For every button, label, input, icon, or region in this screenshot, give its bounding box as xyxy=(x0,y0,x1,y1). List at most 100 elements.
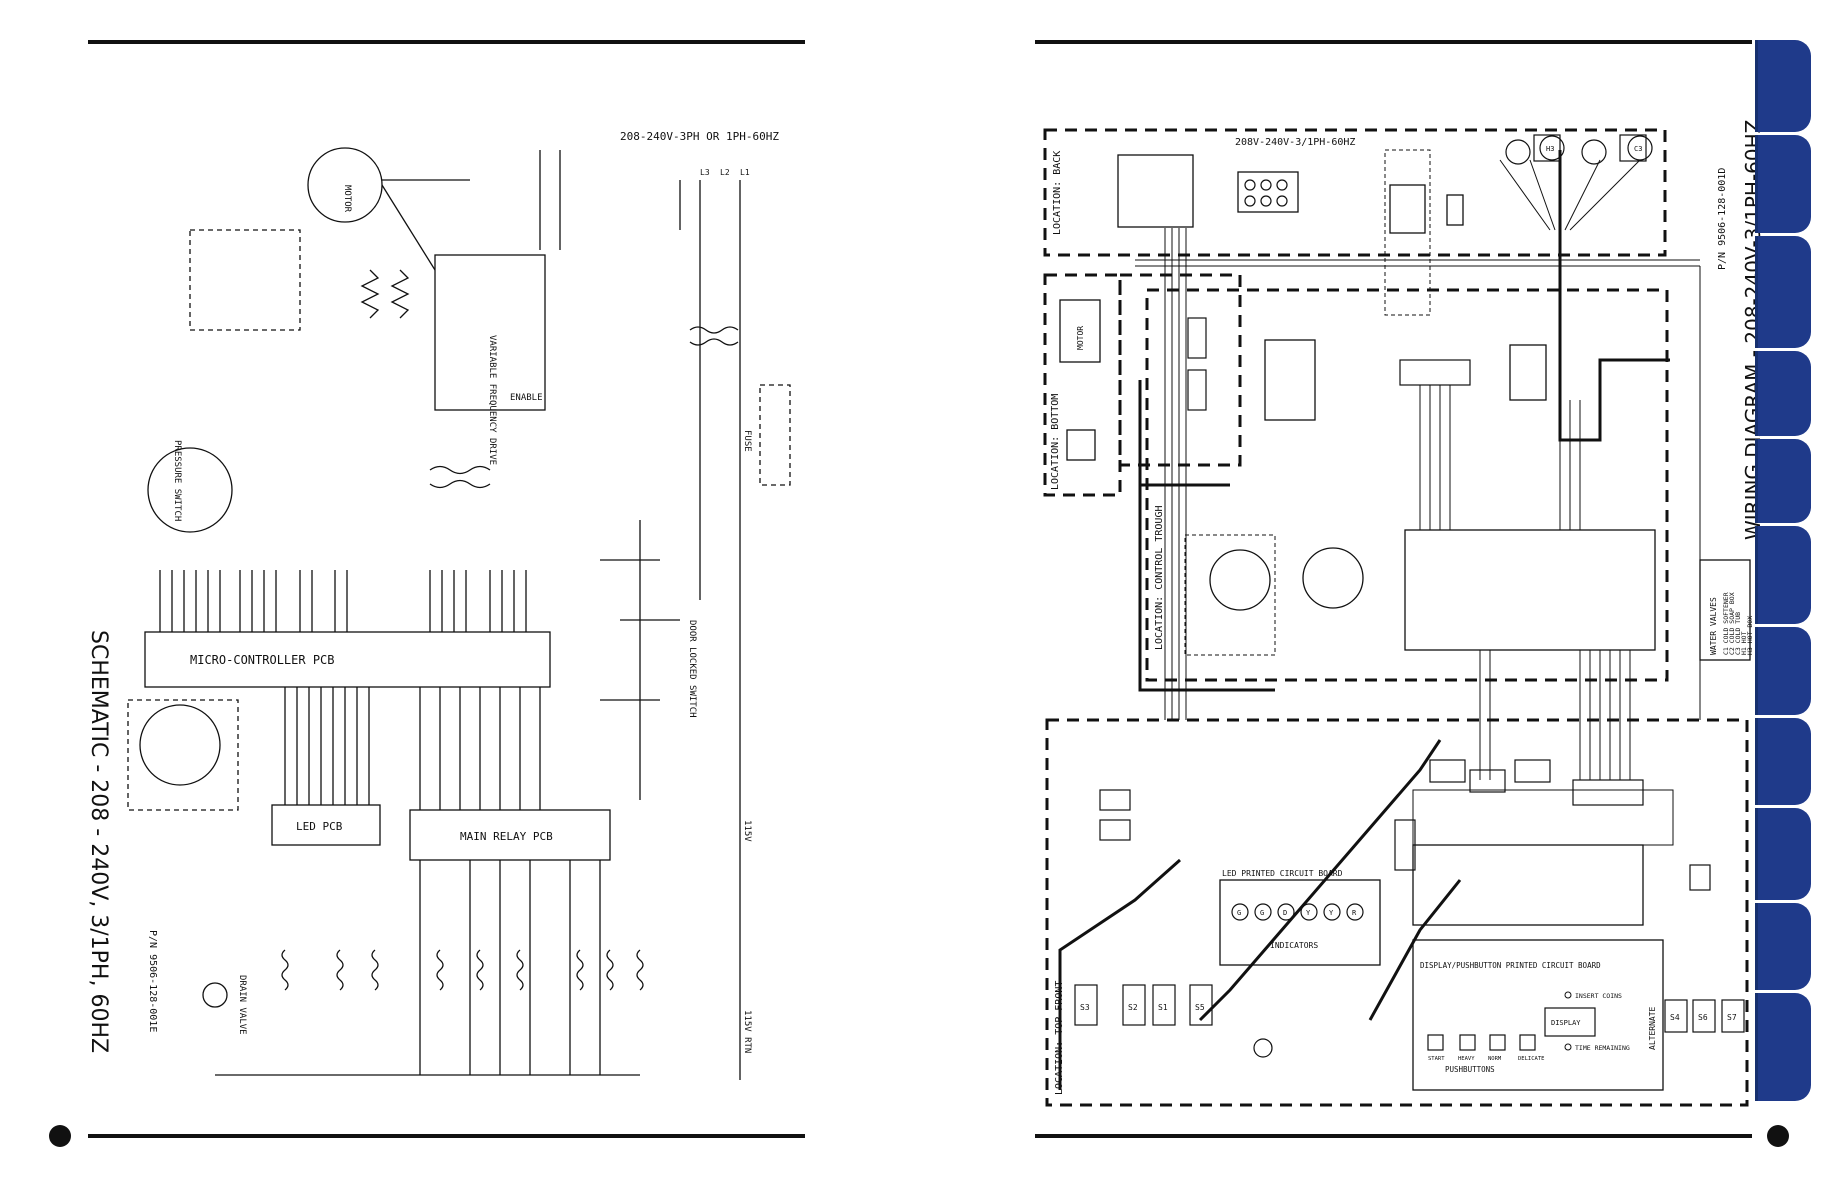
r-legend-item-3: H1 HOT xyxy=(1740,631,1748,655)
r-thermoactuator-2 xyxy=(1099,819,1131,841)
r-location-trough: LOCATION: CONTROL TROUGH xyxy=(1154,506,1165,651)
r-location-bottom: LOCATION: BOTTOM xyxy=(1050,394,1061,490)
r-insert-coins: INSERT COINS xyxy=(1575,992,1622,1000)
edge-tab-10[interactable] xyxy=(1755,903,1811,990)
v115-label: 115V xyxy=(742,820,752,842)
r-pushbuttons-label: PUSHBUTTONS xyxy=(1445,1065,1495,1074)
edge-tab-5[interactable] xyxy=(1755,439,1811,523)
r-indicator-letter-1: G xyxy=(1260,909,1264,917)
r-connector-p2 xyxy=(1469,769,1506,793)
r-indicators-label: INDICATORS xyxy=(1270,941,1318,950)
drain-valve-symbol xyxy=(202,982,228,1008)
edge-tab-1[interactable] xyxy=(1755,40,1811,132)
coin-switch-dashed xyxy=(189,229,301,331)
r-connector-p3 xyxy=(1514,759,1551,783)
resistor-1 xyxy=(360,269,380,319)
edge-tab-11[interactable] xyxy=(1755,993,1811,1101)
v115rtn-label: 115V RTN xyxy=(742,1010,752,1053)
r-connector-p1 xyxy=(1429,759,1466,783)
drain-valve-label: DRAIN VALVE xyxy=(237,975,247,1035)
fuse-label: FUSE xyxy=(742,430,752,452)
r-alt-breaker xyxy=(1389,184,1426,234)
r-indicator-letter-0: G xyxy=(1237,909,1241,917)
edge-tab-2[interactable] xyxy=(1755,135,1811,233)
r-legend-title: WATER VALVES xyxy=(1709,597,1718,655)
control-transformer-coil xyxy=(689,326,739,334)
r-coin-switch-s6: S6 xyxy=(1698,1013,1708,1022)
pressure-switch-circle xyxy=(147,447,233,533)
r-connector-p5 xyxy=(1394,819,1416,871)
r-vfd-box xyxy=(1117,154,1194,228)
valve-coils xyxy=(281,949,644,991)
r-display-board xyxy=(1412,939,1664,1091)
r-indicator-letter-2: D xyxy=(1283,909,1287,917)
r-wire-bundles xyxy=(1135,159,1701,780)
r-main-relay-board xyxy=(1404,529,1656,651)
r-micro-board xyxy=(1412,844,1644,926)
left-page-bullet xyxy=(49,1125,71,1147)
r-alt-breaker-dashed xyxy=(1384,149,1431,316)
r-fuse xyxy=(1446,194,1464,226)
r-door-switches xyxy=(1074,984,1213,1026)
led-pcb-label: LED PCB xyxy=(296,820,343,833)
r-switch-s1: S1 xyxy=(1158,1003,1168,1012)
main-relay-pcb-label: MAIN RELAY PCB xyxy=(460,830,553,843)
schematic-title: SCHEMATIC - 208 - 240V, 3/1PH, 60HZ xyxy=(86,630,111,1053)
r-motor-label: MOTOR xyxy=(1076,326,1085,350)
r-supply-label: 208V-240V-3/1PH-60HZ xyxy=(1235,137,1355,148)
r-pushbutton-label-0: START xyxy=(1428,1056,1445,1062)
micro-pcb-label: MICRO-CONTROLLER PCB xyxy=(190,653,335,667)
r-pushbutton-squares xyxy=(1427,1034,1536,1051)
r-add-bleach-led xyxy=(1253,1038,1273,1058)
r-switch-s2: S2 xyxy=(1128,1003,1138,1012)
r-legend-item-1: C2 COLD SOAP BOX xyxy=(1728,592,1736,655)
micro-pcb-pins-top xyxy=(159,570,527,632)
alt-breaker-box xyxy=(759,384,791,486)
right-wiring xyxy=(1043,128,1751,1107)
r-alternate-label: ALTERNATE xyxy=(1648,1006,1657,1050)
r-coin-switches xyxy=(1664,864,1745,1033)
edge-tab-3[interactable] xyxy=(1755,236,1811,348)
line-label-l1: L1 xyxy=(740,168,750,177)
r-heavy-wires xyxy=(1058,150,1670,1090)
right-page-bullet xyxy=(1767,1125,1789,1147)
r-relay-board-front xyxy=(1412,789,1674,846)
edge-tab-9[interactable] xyxy=(1755,808,1811,900)
r-dynamic-braking-2 xyxy=(1187,369,1207,411)
r-legend-item-4: H3 HOT BOX xyxy=(1746,616,1754,655)
left-labels: 208-240V-3PH OR 1PH-60HZ VARIABLE FREQUE… xyxy=(86,130,779,1053)
r-indicator-letter-3: Y xyxy=(1306,909,1311,917)
r-switch-s3: S3 xyxy=(1080,1003,1090,1012)
pressure-switch-alt-circle xyxy=(139,704,221,786)
r-coin-switch-s4: S4 xyxy=(1670,1013,1680,1022)
pressure-switch-label: PRESSURE SWITCH xyxy=(172,440,182,521)
motor-label: MOTOR xyxy=(342,185,352,213)
r-alt-pressure-switch xyxy=(1209,549,1271,611)
led-pcb-box xyxy=(271,804,381,846)
edge-tab-7[interactable] xyxy=(1755,627,1811,715)
r-stepdown-transformer xyxy=(1509,344,1547,401)
stepdown-transformer-coil xyxy=(429,465,491,475)
resistor-2 xyxy=(390,269,410,319)
edge-tab-4[interactable] xyxy=(1755,351,1811,436)
r-drain-valve-box xyxy=(1066,429,1096,461)
r-terminal-strip xyxy=(1399,359,1471,386)
vfd-label: VARIABLE FREQUENCY DRIVE xyxy=(487,335,497,465)
r-terminal-block xyxy=(1237,171,1299,213)
line-label-l2: L2 xyxy=(720,168,730,177)
r-control-transformer xyxy=(1264,339,1316,421)
r-dynamic-braking-1 xyxy=(1187,317,1207,359)
r-legend-item-2: C3 COLD TUB xyxy=(1734,612,1742,655)
edge-tab-8[interactable] xyxy=(1755,718,1811,805)
left-supply-label: 208-240V-3PH OR 1PH-60HZ xyxy=(620,130,779,143)
edge-tab-6[interactable] xyxy=(1755,526,1811,624)
r-led-board xyxy=(1219,879,1381,966)
micro-pcb-pins-bottom xyxy=(284,687,541,810)
r-motor-box xyxy=(1059,299,1101,363)
r-pressure-switch xyxy=(1302,547,1364,609)
door-locked-label: DOOR LOCKED SWITCH xyxy=(687,620,697,718)
r-water-valves xyxy=(1505,134,1653,165)
left-schematic xyxy=(127,147,791,1080)
r-time-remaining: TIME REMAINING xyxy=(1575,1044,1630,1052)
r-pushbutton-label-1: HEAVY xyxy=(1458,1056,1475,1062)
